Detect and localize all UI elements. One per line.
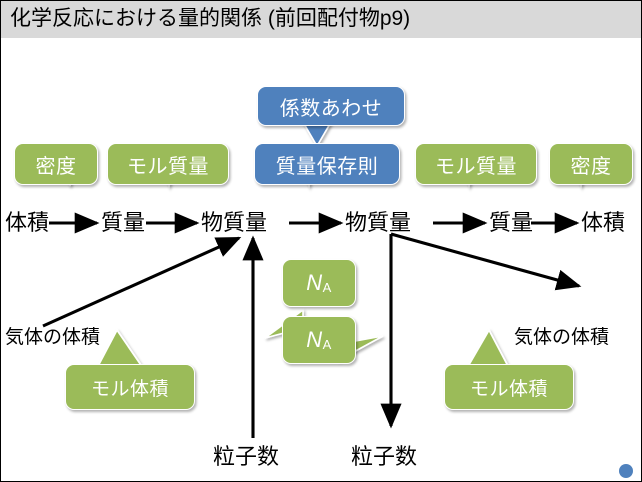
flow-label-amount-right: 物質量 bbox=[345, 210, 412, 235]
flow-label-amount-left: 物質量 bbox=[201, 210, 268, 235]
callout-avogadro-lower[interactable]: NA bbox=[282, 316, 356, 364]
avogadro-symbol-upper: NA bbox=[306, 270, 332, 295]
callout-molar-volume-right[interactable]: モル体積 bbox=[444, 364, 574, 410]
title-bar: 化学反応における量的関係 (前回配付物p9) bbox=[1, 1, 641, 38]
tail-molarvolume-left bbox=[95, 328, 145, 369]
branch-label-particles-right: 粒子数 bbox=[351, 444, 418, 469]
arrow-gasvolume-left bbox=[42, 236, 242, 328]
branch-label-gas-volume-right: 気体の体積 bbox=[514, 327, 610, 348]
avogadro-symbol-lower: NA bbox=[306, 327, 332, 352]
flow-label-mass-left: 質量 bbox=[101, 210, 146, 235]
callout-molar-volume-left[interactable]: モル体積 bbox=[65, 364, 195, 410]
arrow-gasvolume-right bbox=[390, 232, 582, 291]
callout-avogadro-upper[interactable]: NA bbox=[282, 259, 356, 307]
callout-mass-conservation[interactable]: 質量保存則 bbox=[254, 143, 400, 185]
callout-density-right[interactable]: 密度 bbox=[549, 143, 633, 185]
blue-dot-marker bbox=[619, 464, 633, 478]
flow-label-mass-right: 質量 bbox=[489, 210, 534, 235]
callout-coefficient-matching[interactable]: 係数あわせ bbox=[257, 86, 405, 126]
flow-label-volume-right: 体積 bbox=[581, 210, 626, 235]
callout-density-left[interactable]: 密度 bbox=[14, 143, 98, 185]
branch-label-gas-volume-left: 気体の体積 bbox=[5, 327, 101, 348]
page-title: 化学反応における量的関係 (前回配付物p9) bbox=[10, 7, 411, 30]
branch-label-particles-left: 粒子数 bbox=[213, 444, 280, 469]
tail-molarvolume-right bbox=[465, 328, 511, 369]
callout-molar-mass-right[interactable]: モル質量 bbox=[415, 143, 537, 185]
callout-molar-mass-left[interactable]: モル質量 bbox=[107, 143, 229, 185]
diagram-canvas: 係数あわせ 密度 モル質量 質量保存則 モル質量 密度 体積 質量 物質量 物質… bbox=[1, 38, 641, 481]
flow-label-volume-left: 体積 bbox=[5, 210, 50, 235]
